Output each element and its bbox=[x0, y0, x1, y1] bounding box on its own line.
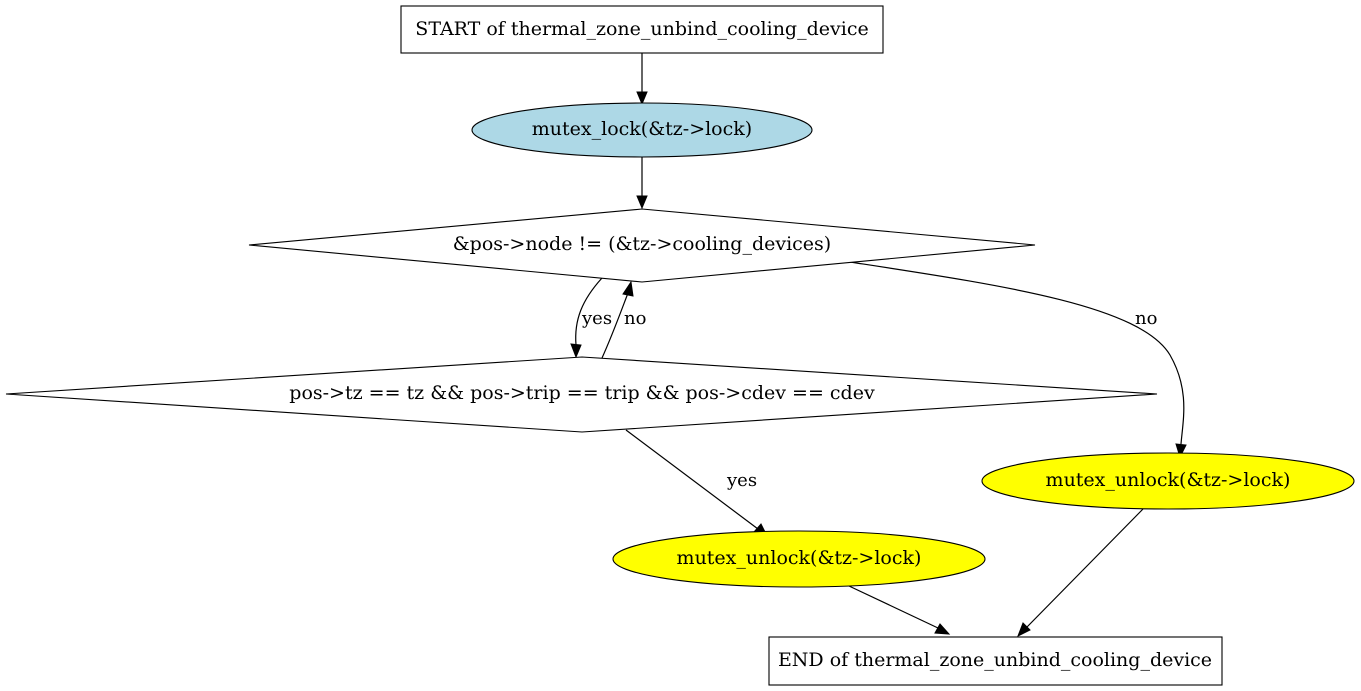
edge-loop-no bbox=[849, 261, 1187, 459]
node-loop-condition-label: &pos->node != (&tz->cooling_devices) bbox=[453, 233, 831, 255]
edge-unlock-mid-to-end bbox=[848, 585, 951, 635]
node-end-label: END of thermal_zone_unbind_cooling_devic… bbox=[778, 649, 1212, 671]
edge-lock-to-loop-cond bbox=[636, 157, 648, 210]
node-mutex-unlock-mid-label: mutex_unlock(&tz->lock) bbox=[677, 547, 922, 569]
node-mutex-unlock-right-shape bbox=[981, 452, 1355, 510]
edge-label-match-yes: yes bbox=[726, 470, 757, 491]
edge-unlock-right-to-end bbox=[1017, 508, 1144, 638]
node-end: END of thermal_zone_unbind_cooling_devic… bbox=[768, 636, 1223, 686]
node-mutex-unlock-right: mutex_unlock(&tz->lock) bbox=[981, 452, 1355, 510]
edge-loop-yes bbox=[570, 277, 603, 359]
edge-label-loop-no: no bbox=[1135, 308, 1157, 329]
edge-label-loop-yes: yes bbox=[581, 308, 612, 329]
edge-label-match-no: no bbox=[624, 308, 646, 329]
node-mutex-unlock-right-label: mutex_unlock(&tz->lock) bbox=[1046, 469, 1291, 491]
node-match-condition: pos->tz == tz && pos->trip == trip && po… bbox=[5, 356, 1158, 433]
node-mutex-unlock-mid: mutex_unlock(&tz->lock) bbox=[612, 530, 986, 588]
edge-match-no bbox=[601, 280, 634, 359]
node-start: START of thermal_zone_unbind_cooling_dev… bbox=[400, 5, 884, 54]
node-loop-condition: &pos->node != (&tz->cooling_devices) bbox=[248, 208, 1036, 283]
node-mutex-unlock-mid-shape bbox=[612, 530, 986, 588]
node-start-label: START of thermal_zone_unbind_cooling_dev… bbox=[415, 18, 868, 40]
node-match-condition-label: pos->tz == tz && pos->trip == trip && po… bbox=[289, 382, 875, 404]
node-mutex-lock-shape bbox=[471, 102, 813, 158]
node-mutex-lock-label: mutex_lock(&tz->lock) bbox=[532, 118, 752, 140]
edge-start-to-lock bbox=[636, 53, 648, 106]
node-mutex-lock: mutex_lock(&tz->lock) bbox=[471, 102, 813, 158]
